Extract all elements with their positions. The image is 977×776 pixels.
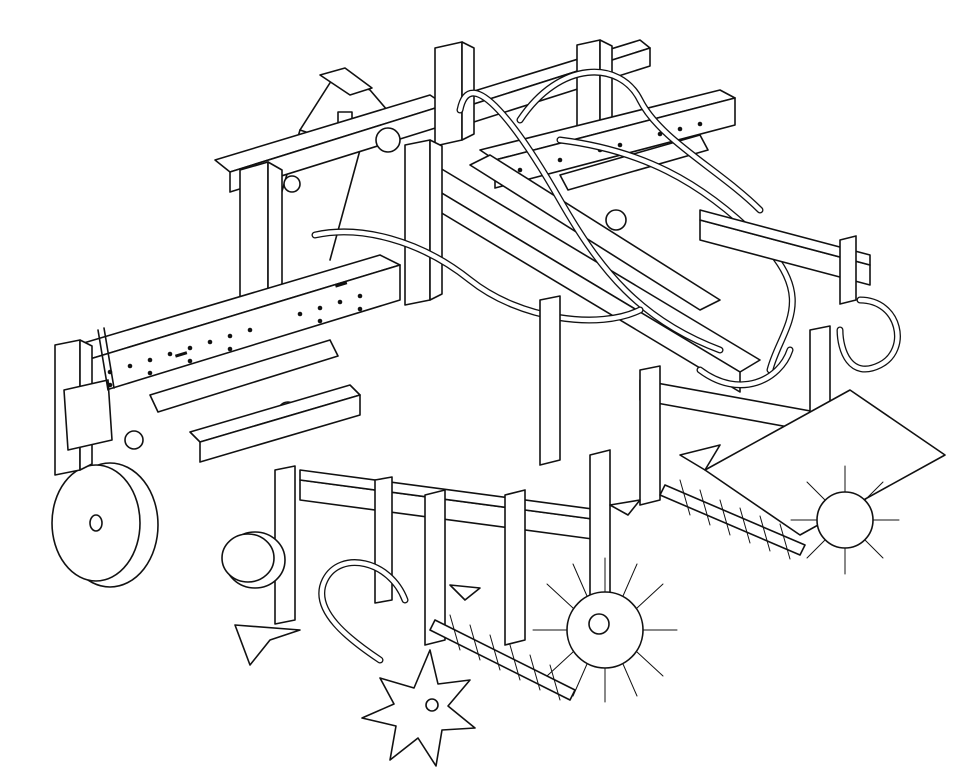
shield-plate xyxy=(704,389,946,536)
depth-wheel-small xyxy=(221,531,286,589)
diagonal-beams xyxy=(404,139,761,393)
star-weeder-wheel xyxy=(361,649,476,767)
sweep-tines xyxy=(234,444,721,666)
perforated-toolbar xyxy=(59,89,736,399)
depth-wheel-left xyxy=(51,327,159,588)
brush-weeder-rotors xyxy=(429,479,806,701)
finger-weeder-wheels xyxy=(532,465,900,703)
spring-tines xyxy=(318,296,901,664)
vertical-shanks xyxy=(274,235,857,646)
